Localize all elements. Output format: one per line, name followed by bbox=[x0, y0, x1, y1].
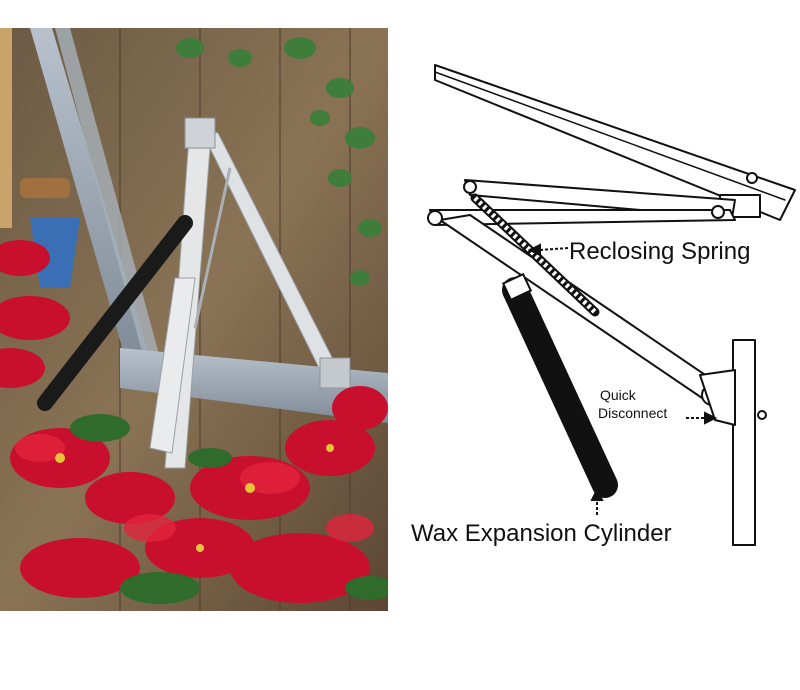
ivy-leaves bbox=[176, 37, 382, 286]
wooden-post bbox=[0, 28, 12, 228]
quick-label-line1: Quick bbox=[600, 387, 636, 403]
quick-disconnect-label: Quick Disconnect bbox=[598, 386, 667, 422]
product-photo bbox=[0, 28, 388, 611]
quick-disconnect-pointer bbox=[686, 411, 718, 425]
wax-cylinder-label: Wax Expansion Cylinder bbox=[411, 520, 672, 547]
wax-expansion-cylinder bbox=[502, 277, 618, 498]
window-frame-post bbox=[732, 339, 756, 546]
reclosing-spring bbox=[470, 193, 600, 317]
photo-illustration bbox=[0, 28, 388, 611]
opener-arms bbox=[149, 117, 351, 469]
poinsettia-flowers bbox=[0, 240, 388, 604]
quick-disconnect-bracket bbox=[699, 369, 736, 426]
reclosing-spring-label: Reclosing Spring bbox=[569, 238, 751, 265]
tool-handle bbox=[20, 178, 70, 198]
greenhouse-frame bbox=[30, 28, 150, 368]
window-pane bbox=[434, 64, 796, 221]
diagram-drawing bbox=[427, 64, 796, 546]
opener-diagram bbox=[400, 50, 800, 560]
quick-label-line2: Disconnect bbox=[598, 405, 668, 421]
wax-cylinder-photo bbox=[37, 215, 193, 411]
cylinder-pointer bbox=[590, 487, 604, 515]
blue-tool bbox=[30, 218, 80, 288]
spring-pointer bbox=[527, 243, 569, 257]
